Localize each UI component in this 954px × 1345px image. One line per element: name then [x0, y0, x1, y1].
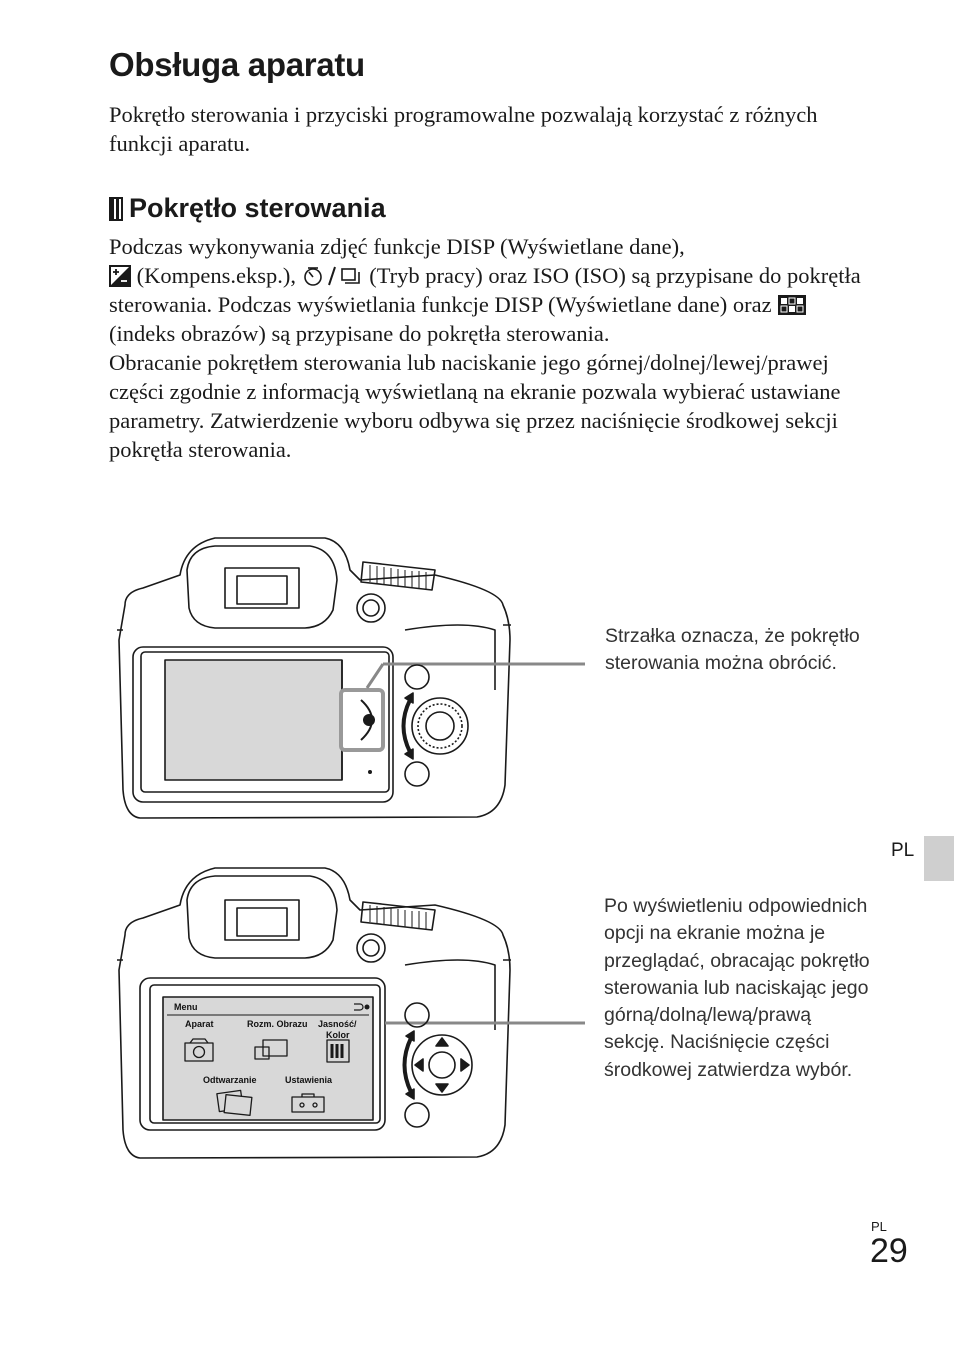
eyecup [186, 875, 338, 959]
menu-title: Menu [174, 1002, 198, 1012]
menu-item-brightness: Jasność/ [318, 1019, 357, 1029]
callout-menu-navigation: Po wyświetleniu odpowiednich opcji na ek… [604, 895, 870, 1081]
menu-item-playback: Odtwarzanie [203, 1075, 257, 1085]
page-number: 29 [870, 1232, 908, 1270]
menu-item-settings: Ustawienia [285, 1075, 333, 1085]
side-language-label: PL [891, 840, 915, 861]
camera-menu-icon [184, 1038, 214, 1062]
settings-menu-icon [291, 1093, 325, 1113]
camera-back-illustration-rotate [117, 537, 585, 819]
menu-item-image-size: Rozm. Obrazu [247, 1019, 308, 1029]
camera-body-outline [118, 537, 511, 819]
intro-paragraph: Pokrętło sterowania i przyciski programo… [109, 102, 818, 156]
menu-item-camera: Aparat [185, 1019, 214, 1029]
camera-back-illustration-menu [117, 867, 585, 1159]
highlight-box [339, 688, 385, 752]
side-language-tab [924, 836, 954, 881]
drive-mode-icon [303, 266, 360, 286]
section-marker-icon [109, 196, 123, 221]
body-text-paragraph-2: Obracanie pokrętłem sterowania lub nacis… [109, 350, 841, 462]
menu-screen: Menu Aparat Rozm. Obrazu Jasność/ Kolor … [163, 997, 373, 1120]
body-text-part-1: Podczas wykonywania zdjęć funkcje DISP (… [109, 234, 685, 259]
color-menu-icon [326, 1039, 350, 1063]
top-dial [360, 901, 436, 931]
section-heading: Pokrętło sterowania [109, 193, 386, 224]
footer-language-label: PL [871, 1219, 887, 1234]
button-lower-icon [404, 1102, 430, 1128]
rotate-arrow-icon [402, 1037, 413, 1093]
button-upper-icon [404, 1002, 430, 1028]
body-text-part-2: (Kompens.eksp.), [136, 263, 296, 288]
top-dial [360, 561, 436, 591]
control-wheel-icon [411, 1034, 473, 1096]
camera-body-outline [118, 867, 511, 1159]
image-size-menu-icon [254, 1039, 288, 1060]
lcd-screen [164, 659, 343, 781]
section-heading-text: Pokrętło sterowania [129, 193, 386, 223]
body-text-part-4: (indeks obrazów) są przypisane do pokręt… [109, 321, 610, 346]
direction-arrows-icon [414, 1037, 470, 1093]
menu-item-color: Kolor [326, 1030, 350, 1040]
body-text-part-3: (Tryb pracy) oraz ISO (ISO) są przypisan… [109, 263, 861, 317]
lcd-frame [139, 977, 386, 1131]
button-lower-icon [404, 761, 430, 787]
image-index-icon [778, 295, 807, 315]
button-top-icon [356, 933, 386, 963]
control-wheel-icon [411, 697, 469, 755]
button-upper-icon [404, 664, 430, 690]
eyecup [186, 545, 338, 629]
body-text: Podczas wykonywania zdjęć funkcje DISP (… [109, 232, 879, 464]
callout-rotate: Strzałka oznacza, że pokrętło sterowania… [605, 625, 860, 675]
lcd-frame [132, 646, 394, 803]
page-title: Obsługa aparatu [109, 46, 365, 83]
rotate-arrow-icon [401, 699, 412, 753]
button-top-icon [356, 593, 386, 623]
playback-menu-icon [216, 1089, 253, 1116]
exposure-compensation-icon [109, 265, 131, 287]
